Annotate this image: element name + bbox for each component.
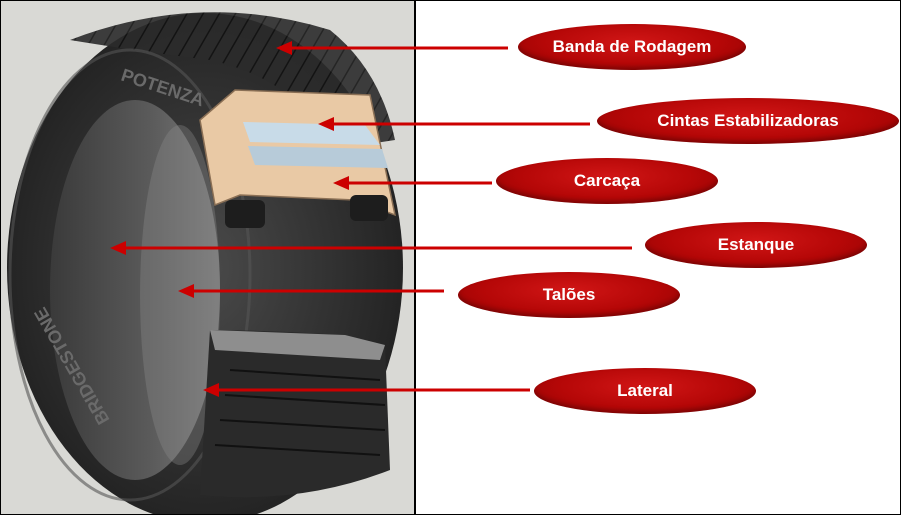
label-estanque: Estanque — [645, 222, 867, 268]
lower-cut-edge — [210, 330, 385, 360]
sidewall-ring — [8, 48, 252, 502]
label-carcaca: Carcaça — [496, 158, 718, 204]
inner-cavity — [50, 100, 220, 480]
label-banda-text: Banda de Rodagem — [552, 37, 712, 56]
label-cintas-text: Cintas Estabilizadoras — [657, 111, 839, 130]
arrow-lateral-head — [203, 383, 219, 397]
belt-layer-2 — [248, 146, 388, 168]
label-lateral-text: Lateral — [617, 381, 673, 400]
arrow-taloes-head — [178, 284, 194, 298]
label-taloes-text: Talões — [542, 285, 596, 304]
label-estanque-text: Estanque — [717, 235, 795, 254]
arrow-estanque-head — [110, 241, 126, 255]
label-taloes: Talões — [458, 272, 680, 318]
label-carcaca-text: Carcaça — [573, 171, 641, 190]
belt-layer-1 — [243, 122, 380, 145]
arrow-banda-head — [276, 41, 292, 55]
label-cintas-estabilizadoras: Cintas Estabilizadoras — [597, 98, 899, 144]
arrow-carcaca-head — [333, 176, 349, 190]
inner-liner — [140, 125, 220, 465]
callout-arrows — [110, 41, 632, 397]
bead-left — [225, 200, 265, 228]
label-banda-de-rodagem: Banda de Rodagem — [518, 24, 746, 70]
bead-right — [350, 195, 388, 221]
label-lateral: Lateral — [534, 368, 756, 414]
arrow-cintas-head — [318, 117, 334, 131]
lower-tread-grooves — [214, 369, 386, 456]
